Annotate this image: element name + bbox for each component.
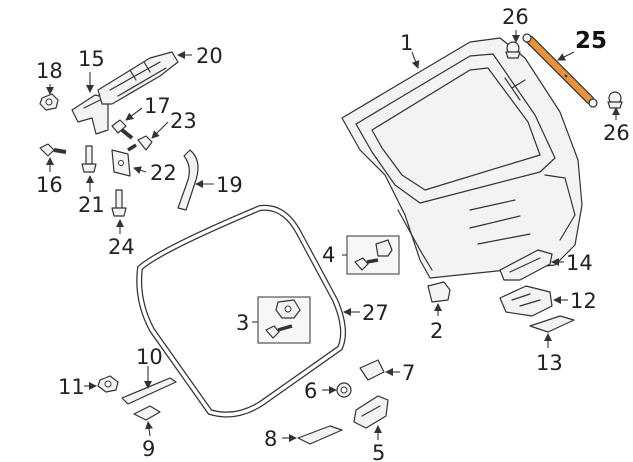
- callout-8: 8: [264, 427, 277, 451]
- callout-9: 9: [142, 437, 155, 461]
- callout-3: 3: [236, 311, 249, 335]
- callout-25: 25: [575, 28, 607, 54]
- liftgate-part-1: [341, 37, 583, 279]
- bracket-part-14: [499, 249, 553, 281]
- part-3-group: [257, 296, 311, 344]
- clip-part-7: [359, 359, 385, 381]
- callout-10: 10: [136, 345, 163, 369]
- gas-strut-part-25: [522, 33, 598, 108]
- trim-part-19: [177, 149, 199, 211]
- callout-19: 19: [216, 173, 243, 197]
- nut-part-11: [97, 375, 119, 393]
- ball-stud-part-26-lower: [607, 91, 623, 109]
- callout-26-lower: 26: [603, 121, 630, 145]
- bumper-part-2: [427, 281, 451, 303]
- stud-part-21: [81, 145, 97, 173]
- callout-17: 17: [144, 94, 171, 118]
- callout-27: 27: [362, 301, 389, 325]
- plate-part-13: [529, 315, 575, 333]
- callout-12: 12: [570, 289, 597, 313]
- nut-part-18: [39, 93, 59, 111]
- callout-15: 15: [78, 47, 105, 71]
- callout-26-upper: 26: [502, 5, 529, 29]
- callout-23: 23: [170, 109, 197, 133]
- weatherstrip-part-27: [136, 204, 347, 418]
- bolt-part-23: [127, 135, 153, 152]
- callout-labels: 1 25 26 26 18 15 20 17 23 16 21 22 19 24…: [36, 5, 630, 462]
- leader-lines: [46, 30, 620, 442]
- part-4-group: [346, 235, 400, 275]
- callout-16: 16: [36, 173, 63, 197]
- grommet-part-6: [336, 382, 352, 398]
- ball-stud-part-26-upper: [505, 41, 521, 59]
- stud-part-24: [111, 189, 127, 217]
- callout-4: 4: [322, 243, 335, 267]
- hinge-part-15: [71, 94, 109, 135]
- bolt-part-17: [111, 119, 134, 140]
- callout-5: 5: [372, 441, 385, 462]
- handle-part-5: [353, 395, 389, 429]
- callout-22: 22: [150, 161, 177, 185]
- callout-18: 18: [36, 59, 63, 83]
- latch-part-12: [499, 285, 553, 317]
- clip-part-9: [133, 405, 161, 421]
- bolt-part-16: [39, 143, 67, 157]
- bracket-part-22: [111, 149, 131, 177]
- rod-part-10: [121, 377, 177, 405]
- callout-11: 11: [58, 375, 85, 399]
- callout-2: 2: [430, 319, 443, 343]
- callout-6: 6: [304, 379, 317, 403]
- callout-20: 20: [196, 44, 223, 68]
- callout-14: 14: [566, 251, 593, 275]
- callout-7: 7: [402, 361, 415, 385]
- callout-21: 21: [78, 193, 105, 217]
- callout-1: 1: [400, 31, 413, 55]
- plate-part-8: [297, 425, 343, 445]
- callout-13: 13: [536, 351, 563, 375]
- hinge-bracket-part-20: [97, 51, 179, 105]
- callout-24: 24: [108, 235, 135, 259]
